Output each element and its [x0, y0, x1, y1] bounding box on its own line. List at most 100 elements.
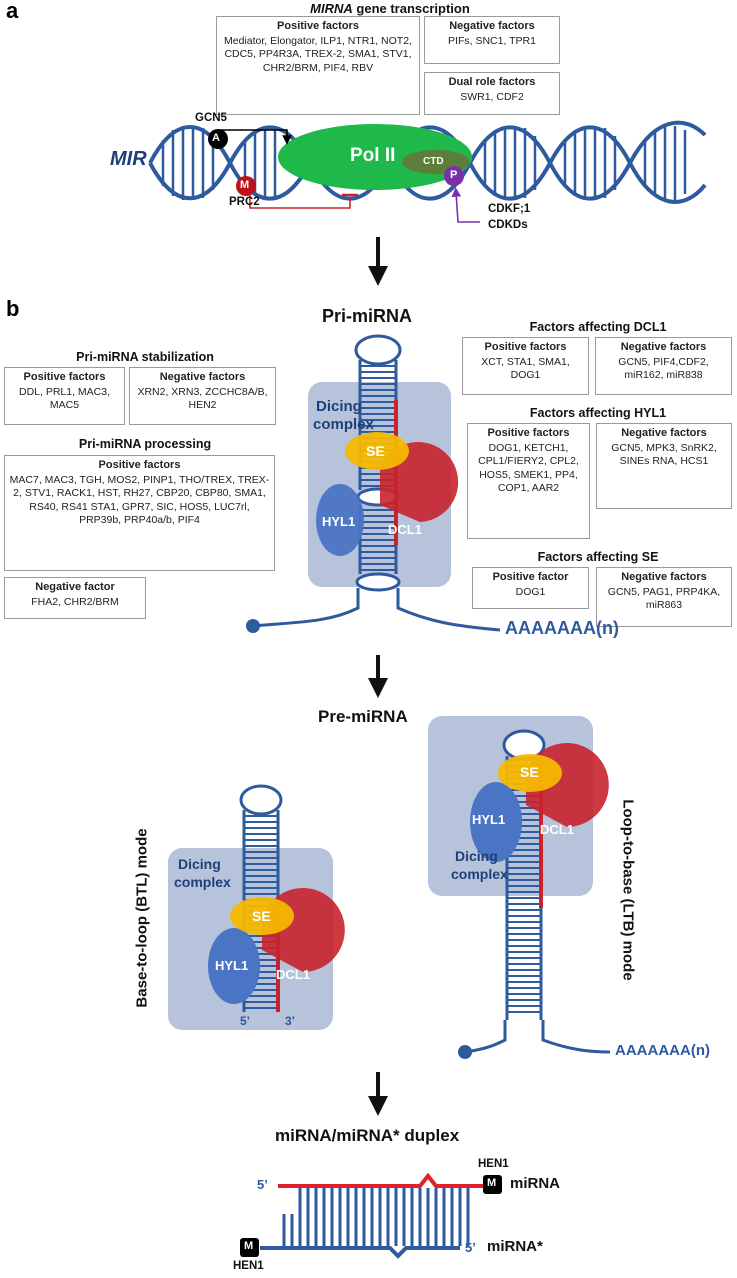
- acetyl-marker-label: A: [212, 132, 220, 144]
- hyl1-positive-body: DOG1, KETCH1, CPL1/FIERY2, CPL2, HOS5, S…: [478, 441, 579, 495]
- se-positive-box: Positive factor DOG1: [472, 567, 589, 609]
- dcl1-negative-box: Negative factors GCN5, PIF4,CDF2, miR162…: [595, 337, 732, 395]
- dcl1-positive-header: Positive factors: [484, 341, 567, 353]
- ltb-hyl1-shape: [470, 782, 522, 862]
- processing-negative-body: FHA2, CHR2/BRM: [31, 595, 119, 608]
- methyl-marker: [236, 176, 256, 196]
- transcription-positive-header: Positive factors: [277, 20, 359, 32]
- pri-dicing-label-2: complex: [313, 416, 374, 433]
- pri-hyl1-shape: [316, 484, 364, 556]
- phospho-marker: [444, 166, 464, 186]
- duplex-methyl-bottom: M: [244, 1240, 254, 1252]
- transcription-title-rest: gene transcription: [352, 1, 470, 16]
- panel-label-a: a: [6, 0, 19, 23]
- dcl1-factors-title: Factors affecting DCL1: [529, 320, 667, 334]
- pre-mirna-title: Pre-miRNA: [318, 707, 408, 726]
- pri-se-shape: [345, 432, 409, 470]
- ltb-dicing-label-2: complex: [451, 866, 508, 882]
- pri-dcl1-label: DCL1: [388, 522, 422, 537]
- pri-5prime-cap: [246, 619, 260, 633]
- duplex-hen1-bottom: HEN1: [233, 1260, 264, 1272]
- se-positive-header: Positive factor: [492, 571, 569, 583]
- pri-hyl1-label: HYL1: [322, 514, 356, 529]
- processing-positive-header: Positive factors: [98, 459, 181, 471]
- hyl1-positive-header: Positive factors: [487, 427, 570, 439]
- hyl1-negative-body: GCN5, MPK3, SnRK2, SINEs RNA, HCS1: [611, 441, 717, 468]
- kinase-arrow: [451, 187, 480, 223]
- acetyl-marker: [208, 129, 228, 149]
- duplex-mirna-label: miRNA: [510, 1175, 561, 1192]
- duplex-methyl-top: M: [487, 1177, 497, 1189]
- ltb-hyl1-label: HYL1: [472, 812, 506, 827]
- btl-hyl1-label: HYL1: [215, 958, 249, 973]
- se-factors-title: Factors affecting SE: [537, 550, 659, 564]
- hyl1-positive-box: Positive factors DOG1, KETCH1, CPL1/FIER…: [467, 423, 590, 539]
- ltb-se-label: SE: [520, 764, 539, 780]
- methyl-marker-label: M: [240, 179, 250, 191]
- dcl1-negative-body: GCN5, PIF4,CDF2, miR162, miR838: [618, 355, 709, 382]
- processing-negative-header: Negative factor: [35, 581, 115, 593]
- transcription-dual-box: Dual role factors SWR1, CDF2: [424, 72, 560, 115]
- stabilization-positive-box: Positive factors DDL, PRL1, MAC3, MAC5: [4, 367, 125, 425]
- ltb-5prime-cap: [458, 1045, 472, 1059]
- transcription-title: MIRNA gene transcription: [300, 1, 480, 16]
- ctd-label: CTD: [423, 156, 444, 167]
- dna-rungs: [161, 126, 687, 200]
- pri-dicing-label-1: Dicing: [316, 398, 362, 415]
- processing-positive-box: Positive factors MAC7, MAC3, TGH, MOS2, …: [4, 455, 275, 571]
- transcription-positive-body: Mediator, Elongator, ILP1, NTR1, NOT2, C…: [224, 34, 412, 74]
- se-negative-body: GCN5, PAG1, PRP4KA, miR863: [607, 585, 721, 612]
- ltb-dicing-label-1: Dicing: [455, 848, 498, 864]
- transcription-negative-body: PIFs, SNC1, TPR1: [448, 34, 536, 47]
- pri-mirna-title: Pri-miRNA: [322, 306, 413, 326]
- processing-negative-box: Negative factor FHA2, CHR2/BRM: [4, 577, 146, 619]
- btl-hyl1-shape: [208, 928, 260, 1004]
- stabilization-positive-body: DDL, PRL1, MAC3, MAC5: [18, 385, 111, 412]
- btl-dicing-label-2: complex: [174, 874, 231, 890]
- transcription-positive-box: Positive factors Mediator, Elongator, IL…: [216, 16, 420, 115]
- se-negative-box: Negative factors GCN5, PAG1, PRP4KA, miR…: [596, 567, 732, 627]
- phospho-marker-label: P: [450, 169, 458, 181]
- duplex-mirna-star-label: miRNA*: [487, 1238, 543, 1255]
- pol-ii-label: Pol II: [350, 145, 396, 166]
- pri-se-label: SE: [366, 443, 385, 459]
- duplex-hen1-top: HEN1: [478, 1158, 509, 1170]
- transcription-negative-header: Negative factors: [449, 20, 535, 32]
- se-negative-header: Negative factors: [621, 571, 707, 583]
- btl-dicing-label-1: Dicing: [178, 856, 221, 872]
- ltb-dcl1-label: DCL1: [540, 822, 574, 837]
- btl-se-shape: [230, 897, 294, 935]
- pol-ii-ellipse: [278, 124, 472, 190]
- duplex-five-top: 5’: [257, 1177, 268, 1192]
- stabilization-positive-header: Positive factors: [23, 371, 106, 383]
- hyl1-negative-box: Negative factors GCN5, MPK3, SnRK2, SINE…: [596, 423, 732, 509]
- stabilization-negative-body: XRN2, XRN3, ZCCHC8A/B, HEN2: [137, 385, 268, 412]
- mir-label: MIR: [110, 148, 147, 170]
- transcription-title-italic: MIRNA: [310, 1, 353, 16]
- stabilization-negative-header: Negative factors: [159, 371, 246, 383]
- duplex-title: miRNA/miRNA* duplex: [275, 1126, 460, 1145]
- dna-helix: [148, 120, 707, 204]
- dcl1-negative-header: Negative factors: [620, 341, 707, 353]
- processing-positive-body: MAC7, MAC3, TGH, MOS2, PINP1, THO/TREX, …: [9, 473, 270, 527]
- transcription-dual-body: SWR1, CDF2: [460, 90, 524, 103]
- panel-label-b: b: [6, 296, 20, 321]
- hyl1-factors-title: Factors affecting HYL1: [529, 406, 667, 420]
- prc2-label: PRC2: [229, 196, 260, 208]
- btl-three-prime: 3’: [285, 1014, 296, 1028]
- dcl1-positive-body: XCT, STA1, SMA1, DOG1: [481, 355, 570, 382]
- btl-five-prime: 5’: [240, 1014, 251, 1028]
- kinase-label-1: CDKF;1: [488, 203, 531, 215]
- ltb-se-shape: [498, 754, 562, 792]
- duplex-drawing: [240, 1172, 502, 1259]
- stabilization-title: Pri-miRNA stabilization: [76, 350, 214, 364]
- transcription-negative-box: Negative factors PIFs, SNC1, TPR1: [424, 16, 560, 64]
- btl-dcl1-label: DCL1: [276, 967, 310, 982]
- pri-polya-tail: AAAAAAA(n): [505, 618, 619, 638]
- prc2-repression-line: [249, 188, 351, 209]
- btl-se-label: SE: [252, 908, 271, 924]
- dcl1-positive-box: Positive factors XCT, STA1, SMA1, DOG1: [462, 337, 589, 395]
- hyl1-negative-header: Negative factors: [621, 427, 707, 439]
- se-positive-body: DOG1: [515, 585, 546, 598]
